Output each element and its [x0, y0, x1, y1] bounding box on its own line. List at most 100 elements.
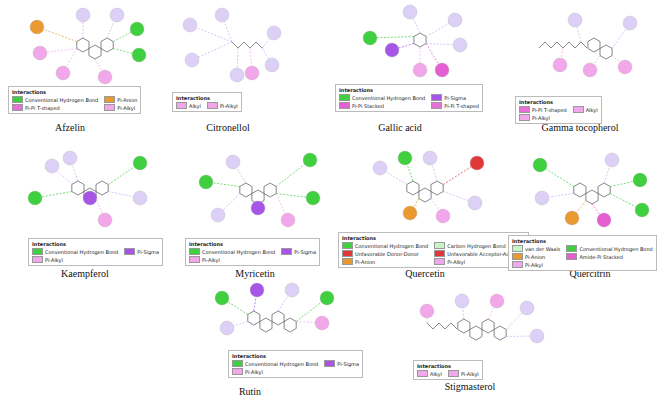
- interaction-line: [250, 48, 251, 66]
- legend-text: Conventional Hydrogen Bond: [245, 361, 318, 367]
- interaction-line: [431, 199, 439, 211]
- legend-item: Pi-Sigma: [324, 360, 359, 367]
- legend-text: Alkyl: [586, 107, 598, 113]
- legend-grid: Conventional Hydrogen BondPi-SigmaPi-Alk…: [189, 248, 316, 263]
- legend-item: Pi-Pi T-shaped: [12, 104, 98, 111]
- residue-disc: [490, 294, 504, 308]
- legend-grid: van der Waals Conventional Hydrogen BondP…: [512, 245, 653, 268]
- legend-box: InteractionsConventional Hydrogen BondPi…: [335, 84, 483, 112]
- legend-swatch: [189, 248, 200, 255]
- residue-disc: [185, 53, 199, 67]
- ring-bond: [264, 183, 276, 197]
- interaction-line: [612, 29, 626, 49]
- chain-bond: [427, 323, 457, 329]
- compound-caption: Stigmasterol: [445, 381, 496, 393]
- residue-disc: [83, 191, 97, 205]
- legend-swatch: [339, 102, 350, 109]
- compound-caption: Afzelin: [55, 122, 85, 134]
- ring-bond: [89, 45, 101, 59]
- legend-text: Conventional Hydrogen Bond: [355, 243, 428, 249]
- ring-bond: [419, 188, 431, 202]
- residue-disc: [28, 191, 42, 205]
- legend-box: InteractionsConventional Hydrogen BondCa…: [338, 232, 529, 268]
- legend-text: Pi-Sigma: [444, 95, 466, 101]
- residue-disc: [315, 316, 329, 330]
- legend-text: Conventional Hydrogen Bond: [202, 249, 275, 255]
- ring-bond: [431, 181, 443, 195]
- legend-text: Pi-Sigma: [294, 249, 316, 255]
- residue-disc: [413, 63, 427, 77]
- interaction-line: [66, 49, 76, 67]
- legend-text: Alkyl: [189, 103, 201, 109]
- interaction-line: [237, 168, 246, 183]
- legend-swatch: [448, 370, 459, 377]
- legend-item: Unfavorable Donor-Donor: [342, 250, 428, 257]
- legend-swatch: [434, 258, 445, 265]
- legend-item: Conventional Hydrogen Bond: [342, 242, 428, 249]
- residue-disc: [33, 46, 47, 60]
- ring-bond: [458, 319, 470, 333]
- legend-text: Pi-Alkyl: [461, 371, 479, 377]
- residue-disc: [623, 16, 637, 30]
- legend-swatch: [417, 370, 428, 377]
- interaction-line: [604, 167, 610, 183]
- interaction-line: [57, 171, 72, 185]
- legend-item: Alkyl: [176, 102, 201, 109]
- compound-caption: Kaempferol: [61, 268, 109, 280]
- interaction-line: [254, 297, 256, 311]
- residue-disc: [568, 13, 582, 27]
- legend-text: Unfavorable Donor-Donor: [355, 251, 419, 257]
- legend-grid: Conventional Hydrogen BondPi-AnionPi-Pi …: [12, 96, 137, 111]
- interaction-line: [42, 192, 72, 197]
- legend-item: Alkyl: [573, 106, 598, 113]
- legend-text: Pi-Sigma: [137, 249, 159, 255]
- interaction-line: [546, 169, 574, 187]
- legend-heading: Interactions: [32, 241, 159, 247]
- legend-text: Pi-Anion: [525, 254, 545, 260]
- legend-box: InteractionsAlkylPi-Alkyl: [172, 92, 242, 112]
- legend-item: van der Waals: [512, 245, 560, 252]
- legend-item: Conventional Hydrogen Bond: [12, 96, 98, 103]
- interaction-line: [198, 42, 232, 57]
- interaction-line: [414, 199, 419, 208]
- ring-bond: [248, 311, 260, 325]
- legend-heading: Interactions: [519, 99, 598, 105]
- ring-bond: [272, 311, 284, 325]
- legend-swatch: [176, 102, 187, 109]
- ring-bond: [240, 183, 252, 197]
- legend-swatch: [431, 102, 442, 109]
- legend-item: Conventional Hydrogen Bond: [232, 360, 318, 367]
- interaction-line: [420, 47, 421, 63]
- legend-swatch: [324, 360, 335, 367]
- interaction-line: [612, 56, 620, 63]
- legend-swatch: [573, 106, 584, 113]
- compound-caption: Quercetin: [405, 268, 444, 280]
- residue-disc: [605, 153, 619, 167]
- legend-item: Pi-Alkyl: [32, 256, 118, 263]
- interaction-line: [488, 307, 494, 319]
- residue-disc: [133, 156, 147, 170]
- legend-item: Pi-Alkyl: [232, 368, 318, 375]
- legend-grid: Conventional Hydrogen BondCarbon Hydroge…: [342, 242, 525, 265]
- residue-disc: [633, 173, 647, 187]
- ring-bond: [77, 38, 89, 52]
- interaction-line: [592, 204, 600, 214]
- residue-disc: [448, 13, 462, 27]
- legend-text: Conventional Hydrogen Bond: [352, 95, 425, 101]
- legend-swatch: [232, 360, 243, 367]
- interaction-line: [108, 167, 134, 185]
- legend-item: Pi-Sigma: [124, 248, 159, 255]
- residue-disc: [215, 8, 229, 22]
- interaction-line: [237, 48, 239, 68]
- legend-swatch: [124, 248, 135, 255]
- residue-disc: [583, 63, 597, 77]
- legend-swatch: [104, 104, 115, 111]
- interaction-line: [426, 44, 438, 65]
- interaction-line: [610, 194, 636, 207]
- legend-box: InteractionsAlkylPi-Alkyl: [413, 360, 483, 380]
- legend-text: Conventional Hydrogen Bond: [579, 246, 652, 252]
- interaction-line: [377, 37, 414, 38]
- residue-disc: [285, 283, 299, 297]
- legend-box: InteractionsConventional Hydrogen BondPi…: [28, 238, 163, 266]
